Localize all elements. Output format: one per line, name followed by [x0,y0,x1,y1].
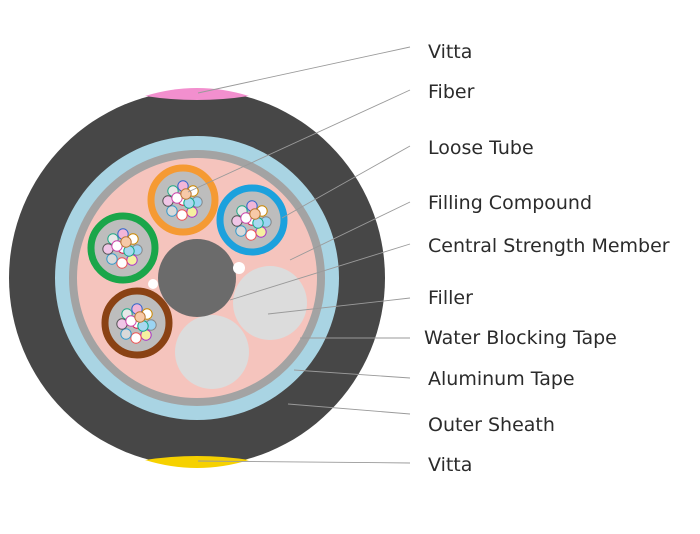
fiber-strand [130,332,142,344]
leader-filler [267,297,411,315]
fiber-bundle [231,200,272,241]
label-vitta-top: Vitta [428,41,472,63]
gap-dot [233,262,245,274]
fiber-strand [116,257,128,269]
leader-fiber [187,89,411,193]
vitta-stripe-top [145,88,249,100]
fiber-strand [106,253,118,265]
gap-dot [148,279,158,289]
fiber-strand [134,311,146,323]
fiber-strand [245,229,257,241]
label-central-strength-member: Central Strength Member [428,235,670,257]
leader-outer-sheath [287,403,411,415]
leader-loose-tube [281,145,411,219]
fiber-strand [235,225,247,237]
fiber-bundle [102,228,143,269]
label-water-blocking-tape: Water Blocking Tape [424,327,617,349]
fiber-strand [120,328,132,340]
label-loose-tube: Loose Tube [428,137,534,159]
fiber-strand [166,205,178,217]
leader-lines [187,46,411,464]
label-filler: Filler [428,287,473,309]
loose-tube-orange [147,164,219,236]
label-aluminum-tape: Aluminum Tape [428,368,575,390]
fiber-bundle [116,303,157,344]
loose-tube-green [87,212,159,284]
label-outer-sheath: Outer Sheath [428,414,555,436]
filler-rod [233,266,307,340]
label-vitta-bottom: Vitta [428,454,472,476]
fiber-strand [176,209,188,221]
loose-tube-blue [216,184,288,256]
leader-aluminum-tape [293,369,411,379]
vitta-stripe-bottom [145,456,249,468]
central-strength-member [158,239,236,317]
fiber-strand [249,208,261,220]
leader-vitta-top [197,46,411,94]
leader-central-strength-member [229,243,411,301]
leader-vitta-bottom [197,460,411,464]
filler-rod [175,315,249,389]
label-filling-compound: Filling Compound [428,192,592,214]
loose-tube-brown [101,287,173,359]
fiber-strand [120,236,132,248]
leader-filling-compound [289,201,411,261]
label-fiber: Fiber [428,81,475,103]
fiber-strand [180,188,192,200]
